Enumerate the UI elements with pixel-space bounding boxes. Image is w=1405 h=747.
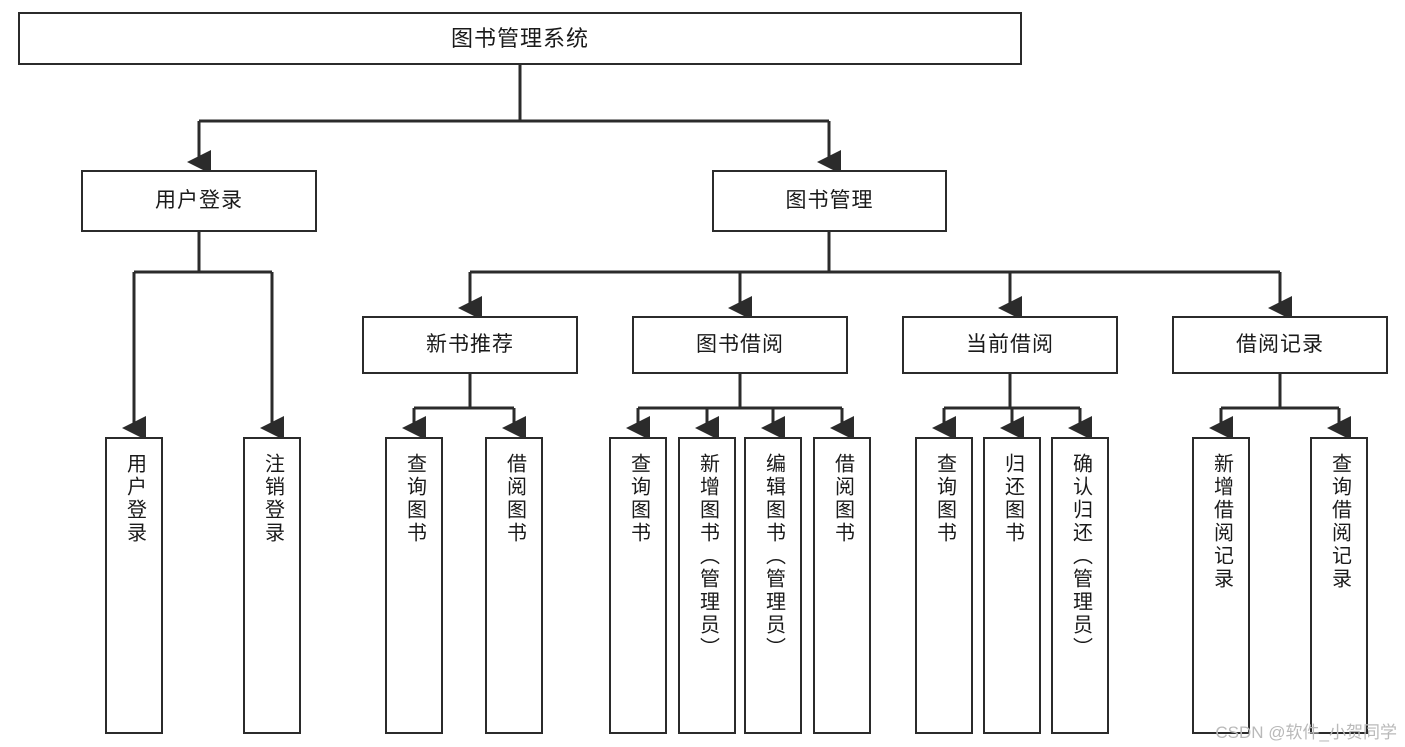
leaf-label: 新增图书（管理员） — [696, 453, 719, 660]
leaf-label: 归还图书 — [1001, 453, 1024, 545]
leaf-current-borrow-return-book[interactable]: 归还图书 — [983, 437, 1041, 734]
leaf-label: 查询借阅记录 — [1328, 453, 1351, 591]
leaf-new-book-query-book[interactable]: 查询图书 — [385, 437, 443, 734]
leaf-book-borrow-edit-book[interactable]: 编辑图书（管理员） — [744, 437, 802, 734]
node-label: 借阅记录 — [1236, 332, 1324, 356]
leaf-current-borrow-query-book[interactable]: 查询图书 — [915, 437, 973, 734]
node-root-book-management-system[interactable]: 图书管理系统 — [18, 12, 1022, 65]
leaf-label: 借阅图书 — [831, 453, 854, 545]
node-label: 图书借阅 — [696, 332, 784, 356]
leaf-label: 查询图书 — [627, 453, 650, 545]
leaf-label: 用户登录 — [123, 453, 146, 545]
node-new-book-recommend[interactable]: 新书推荐 — [362, 316, 578, 374]
leaf-label: 注销登录 — [261, 453, 284, 545]
node-label: 图书管理 — [785, 188, 874, 212]
leaf-label: 查询图书 — [403, 453, 426, 545]
node-label: 当前借阅 — [966, 332, 1054, 356]
node-label: 用户登录 — [155, 188, 243, 212]
node-current-borrow[interactable]: 当前借阅 — [902, 316, 1118, 374]
leaf-label: 借阅图书 — [503, 453, 526, 545]
leaf-user-login-logout[interactable]: 注销登录 — [243, 437, 301, 734]
node-book-borrow[interactable]: 图书借阅 — [632, 316, 848, 374]
watermark-text: CSDN @软件_小贺同学 — [1215, 723, 1397, 742]
leaf-current-borrow-confirm-return[interactable]: 确认归还（管理员） — [1051, 437, 1109, 734]
leaf-label: 新增借阅记录 — [1210, 453, 1233, 591]
node-book-management[interactable]: 图书管理 — [712, 170, 947, 232]
node-label: 图书管理系统 — [450, 25, 589, 51]
leaf-user-login-login[interactable]: 用户登录 — [105, 437, 163, 734]
leaf-label: 编辑图书（管理员） — [762, 453, 785, 660]
node-borrow-record[interactable]: 借阅记录 — [1172, 316, 1388, 374]
node-user-login[interactable]: 用户登录 — [81, 170, 317, 232]
leaf-book-borrow-borrow-book[interactable]: 借阅图书 — [813, 437, 871, 734]
node-label: 新书推荐 — [426, 332, 514, 356]
leaf-borrow-record-query-record[interactable]: 查询借阅记录 — [1310, 437, 1368, 734]
leaf-book-borrow-add-book[interactable]: 新增图书（管理员） — [678, 437, 736, 734]
leaf-label: 查询图书 — [933, 453, 956, 545]
leaf-borrow-record-add-record[interactable]: 新增借阅记录 — [1192, 437, 1250, 734]
leaf-book-borrow-query-book[interactable]: 查询图书 — [609, 437, 667, 734]
leaf-label: 确认归还（管理员） — [1069, 453, 1092, 660]
leaf-new-book-borrow-book[interactable]: 借阅图书 — [485, 437, 543, 734]
